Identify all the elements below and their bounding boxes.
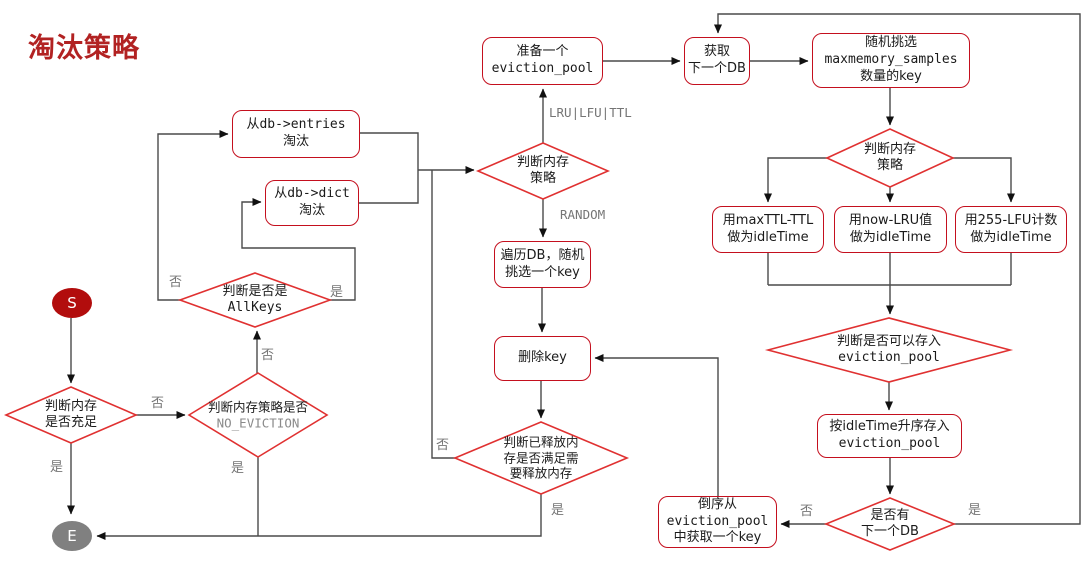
decision-text: 要释放内存 <box>509 465 573 481</box>
decision-text: 判断已释放内 <box>503 434 579 450</box>
node-idletime-from-ttl: 用maxTTL-TTL 做为idleTime <box>712 206 824 253</box>
node-text: 数量的key <box>860 68 922 84</box>
node-text: 删除key <box>518 350 567 366</box>
decision-has-next-db-label: 是否有 下一个DB <box>861 508 919 541</box>
edge-label-yes: 是 <box>50 460 64 475</box>
decision-memory-policy-mid <box>475 142 611 200</box>
node-text: 获取 <box>703 44 730 60</box>
node-text: 随机挑选 <box>864 35 917 51</box>
decision-memory-enough <box>3 386 139 444</box>
node-text: 做为idleTime <box>970 229 1052 245</box>
node-get-next-db: 获取 下一个DB <box>684 37 750 85</box>
node-text: eviction_pool <box>491 61 594 76</box>
decision-memory-policy-right <box>825 128 955 188</box>
node-evict-from-dict: 从db->dict 淘汰 <box>265 180 359 226</box>
node-text: eviction_pool <box>666 513 769 529</box>
decision-memory-enough-label: 判断内存 是否充足 <box>45 399 97 432</box>
node-prepare-eviction-pool: 准备一个 eviction_pool <box>482 37 603 85</box>
node-reverse-get-from-pool: 倒序从 eviction_pool 中获取一个key <box>658 496 777 548</box>
decision-no-eviction <box>187 372 329 458</box>
node-text: maxmemory_samples <box>824 52 958 68</box>
node-random-pick-samples: 随机挑选 maxmemory_samples 数量的key <box>812 33 970 88</box>
edge-label-no: 否 <box>169 275 183 290</box>
decision-is-allkeys-label: 判断是否是 AllKeys <box>222 284 287 317</box>
node-text: 按idleTime升序存入 <box>829 419 950 435</box>
node-text: 挑选一个key <box>505 264 580 280</box>
node-store-ascending-idletime: 按idleTime升序存入 eviction_pool <box>817 414 962 458</box>
start-node: S <box>52 288 92 318</box>
edge-label-no: 否 <box>800 504 814 519</box>
node-text: 从db->dict <box>274 186 350 202</box>
edge-label-no: 否 <box>151 396 165 411</box>
decision-text: AllKeys <box>227 300 283 315</box>
edge-label-random: RANDOM <box>560 207 606 222</box>
edge-label-no: 否 <box>436 438 450 453</box>
decision-text: 下一个DB <box>861 524 919 539</box>
decision-text: NO_EVICTION <box>216 415 300 430</box>
node-text: 中获取一个key <box>673 530 762 546</box>
decision-memory-policy-mid-label: 判断内存 策略 <box>517 155 569 188</box>
node-traverse-db-random-key: 遍历DB，随机 挑选一个key <box>494 241 591 288</box>
node-evict-from-entries: 从db->entries 淘汰 <box>232 110 360 158</box>
start-label: S <box>67 294 77 312</box>
decision-can-store-pool-label: 判断是否可以存入 eviction_pool <box>837 334 941 367</box>
decision-text: 判断内存策略是否 <box>207 399 309 415</box>
decision-text: 存是否满足需 <box>503 450 579 466</box>
node-text: 用maxTTL-TTL <box>722 212 814 228</box>
node-text: 用now-LRU值 <box>848 212 933 228</box>
decision-released-enough <box>452 421 630 495</box>
decision-released-enough-label: 判断已释放内 存是否满足需 要释放内存 <box>503 435 578 482</box>
decision-no-eviction-label: 判断内存策略是否 NO_EVICTION <box>208 399 308 430</box>
node-delete-key: 删除key <box>494 336 591 381</box>
decision-text: 判断是否是 <box>222 283 288 299</box>
edge-label-yes: 是 <box>551 503 565 518</box>
decision-has-next-db <box>823 497 957 551</box>
page-title: 淘汰策略 <box>28 33 140 64</box>
decision-text: 策略 <box>529 171 557 186</box>
node-text: 淘汰 <box>298 203 325 218</box>
node-idletime-from-lru: 用now-LRU值 做为idleTime <box>834 206 947 253</box>
decision-text: 判断内存 <box>516 154 570 170</box>
decision-can-store-pool <box>764 317 1014 383</box>
node-text: 倒序从 <box>697 496 737 512</box>
decision-text: 判断内存 <box>863 141 917 157</box>
edge-label-yes: 是 <box>231 461 245 476</box>
decision-text: 策略 <box>876 158 904 173</box>
end-label: E <box>67 527 77 545</box>
node-text: 从db->entries <box>246 117 346 133</box>
node-text: 遍历DB，随机 <box>500 247 585 263</box>
decision-memory-policy-right-label: 判断内存 策略 <box>864 142 916 175</box>
node-idletime-from-lfu: 用255-LFU计数 做为idleTime <box>955 206 1067 253</box>
node-text: 淘汰 <box>282 134 309 149</box>
decision-text: 判断是否可以存入 <box>836 333 942 349</box>
edge-label-yes: 是 <box>968 503 982 518</box>
decision-text: 是否有 <box>870 507 910 523</box>
decision-text: eviction_pool <box>838 350 940 365</box>
node-text: 下一个DB <box>688 61 746 76</box>
edge-label-no: 否 <box>261 348 275 363</box>
node-text: eviction_pool <box>838 436 941 451</box>
decision-text: 判断内存 <box>44 398 98 414</box>
node-text: 用255-LFU计数 <box>964 212 1058 228</box>
edge-label-lru-lfu-ttl: LRU|LFU|TTL <box>549 105 632 120</box>
node-text: 做为idleTime <box>849 229 932 245</box>
node-text: 准备一个 <box>516 44 569 60</box>
node-text: 做为idleTime <box>727 229 809 245</box>
end-node: E <box>52 521 92 551</box>
decision-text: 是否充足 <box>44 415 98 430</box>
decision-is-allkeys <box>177 272 333 328</box>
edge-label-yes: 是 <box>330 285 344 300</box>
